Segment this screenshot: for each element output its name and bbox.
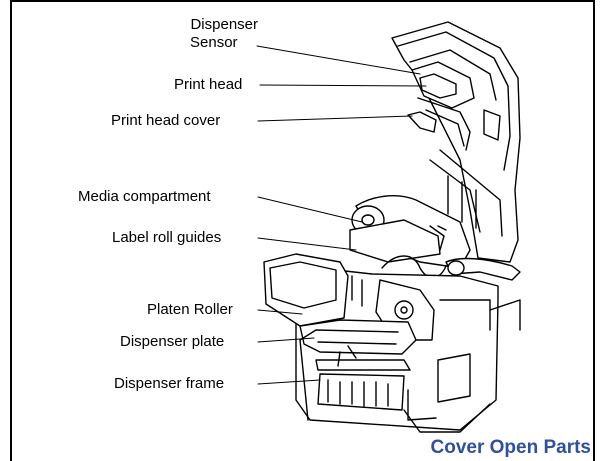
platen-roller-label: Platen Roller bbox=[147, 301, 233, 318]
print-head-label: Print head bbox=[174, 76, 243, 93]
dispenser-sensor-label-line1: Dispenser bbox=[190, 16, 258, 33]
dispenser-sensor-label: Dispenser Sensor bbox=[184, 16, 258, 52]
label-roll-guides-label: Label roll guides bbox=[112, 229, 222, 246]
diagram-caption: Cover Open Parts bbox=[430, 437, 592, 458]
dispenser-plate-label: Dispenser plate bbox=[120, 333, 225, 350]
dispenser-frame-label: Dispenser frame bbox=[114, 375, 225, 392]
dispenser-sensor-label-line2: Sensor bbox=[190, 34, 238, 51]
printer-cover bbox=[391, 21, 521, 263]
media-compartment-shape bbox=[349, 195, 521, 281]
media-compartment-label: Media compartment bbox=[78, 188, 211, 205]
leader-lines bbox=[256, 45, 427, 385]
print-head-cover-label: Print head cover bbox=[111, 112, 221, 129]
printer-base bbox=[263, 253, 521, 433]
